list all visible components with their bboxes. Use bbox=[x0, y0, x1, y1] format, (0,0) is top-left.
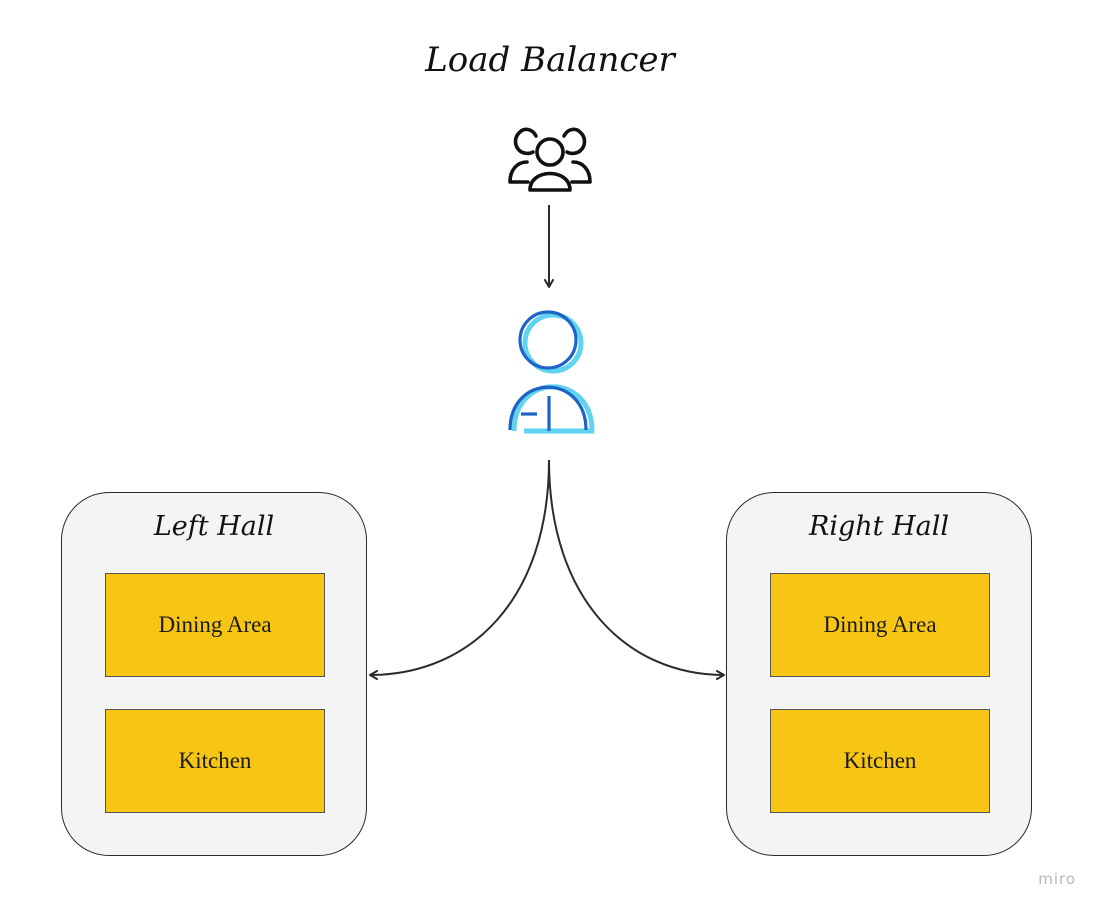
left-kitchen: Kitchen bbox=[105, 709, 325, 813]
right-dining-area: Dining Area bbox=[770, 573, 990, 677]
diagram-title: Load Balancer bbox=[425, 40, 675, 80]
left-hall-title: Left Hall bbox=[153, 511, 275, 542]
miro-watermark: miro bbox=[1038, 870, 1076, 888]
waiter-icon bbox=[508, 310, 595, 434]
right-hall-title: Right Hall bbox=[809, 511, 949, 542]
left-hall: Left Hall Dining Area Kitchen bbox=[61, 492, 367, 856]
right-hall: Right Hall Dining Area Kitchen bbox=[726, 492, 1032, 856]
users-group-icon bbox=[508, 127, 592, 192]
arrow-balancer-to-left-hall bbox=[369, 459, 550, 680]
right-kitchen: Kitchen bbox=[770, 709, 990, 813]
left-dining-area: Dining Area bbox=[105, 573, 325, 677]
arrow-balancer-to-right-hall bbox=[548, 459, 725, 680]
